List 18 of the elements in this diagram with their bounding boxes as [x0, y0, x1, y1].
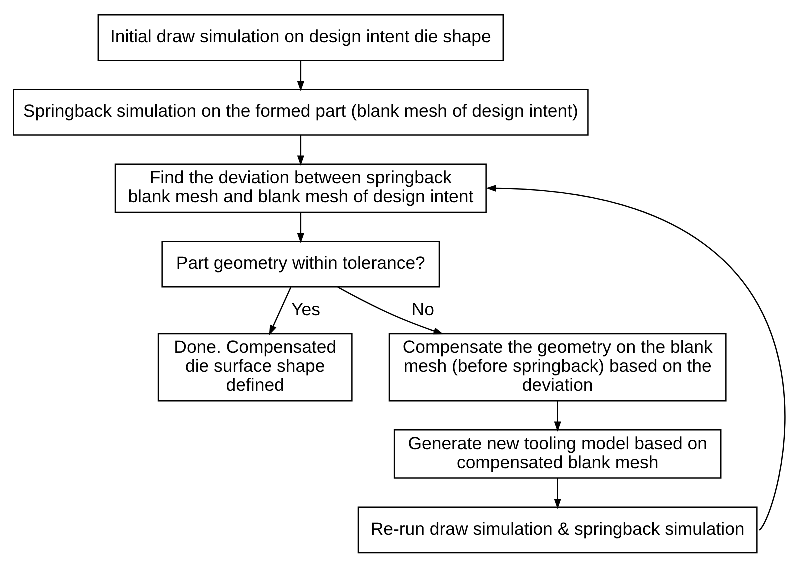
arrow [554, 401, 562, 432]
arrow [297, 60, 304, 92]
edge-label: No [412, 299, 434, 320]
node-box: Initial draw simulation on design intent die shape [98, 14, 504, 62]
node-box: Find the deviation between springback blank mesh and blank mesh of design intent [114, 164, 487, 214]
node-box: Re-run draw simulation & springback simulation [358, 506, 758, 554]
arrow [486, 184, 786, 531]
node-box: Springback simulation on the formed part (blank mesh of design intent) [13, 89, 589, 136]
arrow [338, 286, 444, 335]
arrow [554, 478, 562, 510]
arrow [297, 212, 304, 244]
edge-label: Yes [292, 299, 321, 320]
arrow [269, 287, 292, 336]
node-box: Compensate the geometry on the blank mesh (before springback) based on the deviation [388, 333, 727, 402]
node-box: Generate new tooling model based on compensated blank mesh [394, 430, 722, 479]
arrow [297, 135, 304, 166]
node-box: Done. Compensated die surface shape defined [158, 333, 353, 402]
node-box: Part geometry within tolerance? [162, 240, 440, 288]
